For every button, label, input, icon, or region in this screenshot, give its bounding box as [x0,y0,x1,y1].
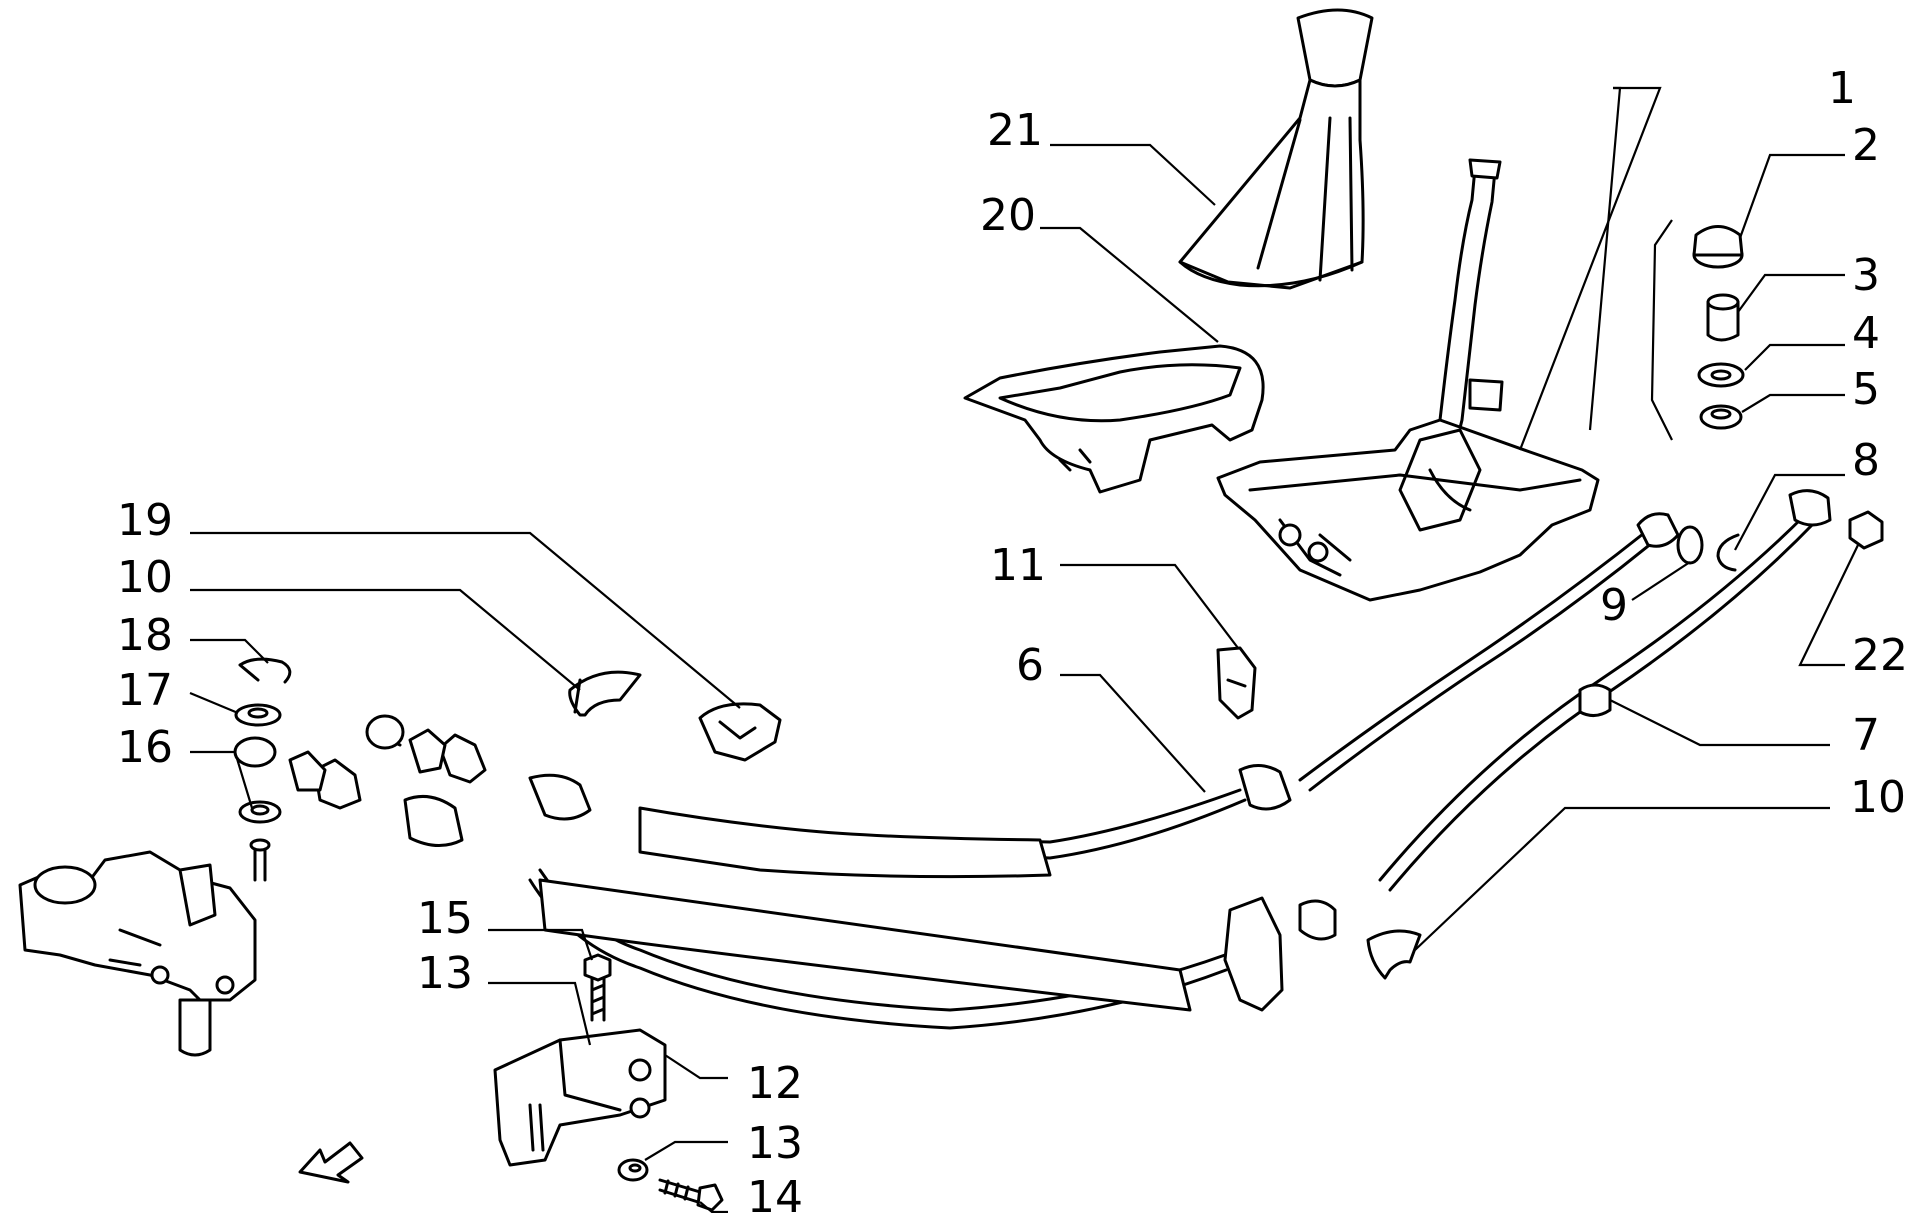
part-16-washer [238,800,282,824]
part-15-bolt [583,953,612,1022]
callout-10-left: 10 [117,552,173,603]
callout-13-lower: 13 [747,1118,803,1169]
part-8-clip [1716,533,1740,572]
part-20-console-tray [963,344,1265,494]
callout-22: 22 [1852,630,1908,681]
part-19-bracket [698,702,782,762]
callout-5: 5 [1852,364,1880,415]
callout-6: 6 [1016,640,1044,691]
callout-4: 4 [1852,308,1880,359]
callout-7: 7 [1852,710,1880,761]
part-2-cap [1692,225,1744,269]
part-9-washer [1676,525,1704,565]
callout-15: 15 [417,893,473,944]
part-3-bush [1706,293,1740,342]
callout-12: 12 [747,1058,803,1109]
part-4-washer [1697,362,1745,388]
callout-20: 20 [980,190,1036,241]
part-10-clip-lower [1366,929,1422,980]
part-12-mounting-bracket [493,1028,667,1167]
bracket-2-5 [1650,219,1673,441]
callout-3: 3 [1852,250,1880,301]
callout-2: 2 [1852,120,1880,171]
callout-14: 14 [747,1172,803,1213]
part-18-clip [238,657,292,684]
part-5-nut [1699,404,1743,430]
callout-10-right: 10 [1850,772,1906,823]
part-10-clip-upper [568,670,642,717]
leader-lines [189,86,1859,1213]
part-11-clip [1216,646,1257,720]
callout-13-upper: 13 [417,948,473,999]
part-6-selector-cable [365,512,1680,879]
part-22-nut [1848,510,1884,550]
part-7-shift-cable [233,489,1832,1030]
callout-19: 19 [117,495,173,546]
callout-21: 21 [987,105,1043,156]
part-13-washer-lower [617,1158,649,1182]
callout-16: 16 [117,722,173,773]
callout-17: 17 [117,665,173,716]
gearbox-selector-mechanism [18,838,271,1057]
callout-8: 8 [1852,435,1880,486]
part-14-bolt [658,1178,724,1212]
part-17-washer [234,703,282,727]
front-arrow-icon [298,1141,364,1184]
callout-1: 1 [1828,63,1856,114]
callout-9: 9 [1600,580,1628,631]
part-1-shift-lever-assembly [1216,158,1600,602]
part-21-gear-boot [1178,8,1374,290]
callout-11: 11 [990,540,1046,591]
callout-18: 18 [117,610,173,661]
